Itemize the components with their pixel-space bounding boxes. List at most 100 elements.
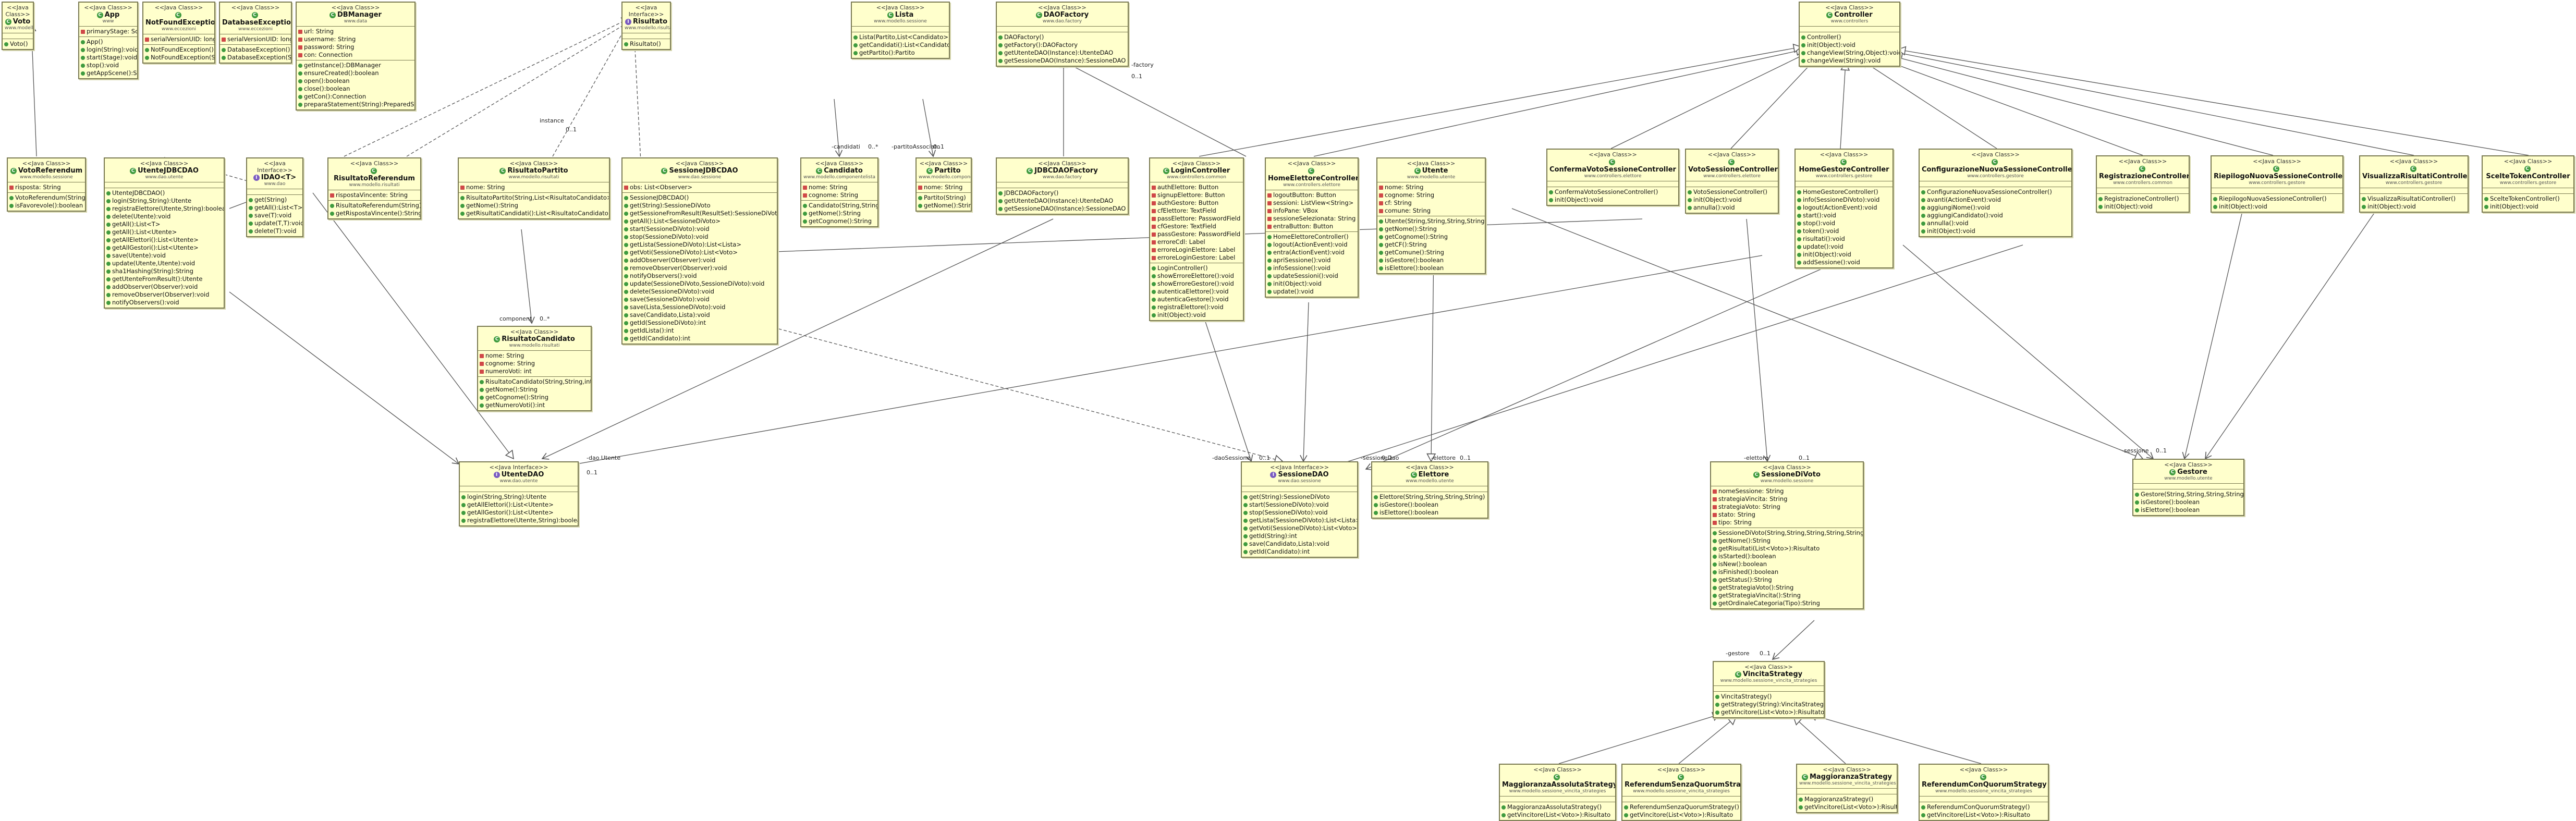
method-text: getFactory():DAOFactory	[1004, 41, 1078, 48]
public-method-icon	[1715, 710, 1719, 715]
method-row: init(Object):void	[2098, 203, 2187, 211]
method-text: getOrdinaleCategoria(Tipo):String	[1718, 599, 1820, 607]
edge-label: -partitoAssociato	[892, 143, 941, 150]
public-method-icon	[2135, 500, 2139, 505]
method-text: LoginController()	[1157, 264, 1208, 272]
public-method-icon	[106, 300, 111, 305]
method-row: getAll():List<SessioneDiVoto>	[624, 217, 775, 225]
public-method-icon	[330, 203, 334, 208]
class-box-visualizzarisultaticontroller[interactable]: <<Java Class>>CVisualizzaRisultatiContro…	[2359, 155, 2469, 213]
public-method-icon	[1715, 702, 1719, 707]
class-box-riepilogonuovasessionecontroller[interactable]: <<Java Class>>CRiepilogoNuovaSessioneCon…	[2211, 155, 2343, 213]
public-method-icon	[1713, 538, 1717, 543]
method-text: login(String):void	[87, 46, 138, 53]
method-text: getStrategiaVincita():String	[1718, 592, 1801, 599]
class-name: Elettore	[1418, 471, 1449, 479]
public-method-icon	[106, 238, 111, 242]
method-text: ensureCreated():boolean	[304, 69, 379, 77]
method-text: getSessioneFromResult(ResultSet):Session…	[630, 210, 778, 217]
class-icon: C	[2524, 165, 2531, 172]
stereotype-label: <<Java Class>>	[1823, 766, 1871, 773]
private-field-icon	[480, 369, 484, 374]
method-text: removeObserver(Observer):void	[112, 291, 210, 298]
class-box-maggioranzaassolutastrategy[interactable]: <<Java Class>>CMaggioranzaAssolutaStrate…	[1499, 764, 1616, 821]
public-method-icon	[1921, 190, 1925, 194]
method-row: registraElettore(Utente,String):boolean	[106, 205, 224, 213]
method-text: getInstance():DBManager	[304, 62, 381, 69]
method-row: getVoti(SessioneDiVoto):List<Voto>	[624, 249, 775, 256]
stereotype-label: <<Java Class>>	[1959, 766, 2008, 773]
method-row: removeObserver(Observer):void	[106, 291, 222, 299]
fields-section	[1547, 181, 1678, 187]
methods-section: JDBCDAOFactory()getUtenteDAO(Instance):U…	[997, 188, 1128, 214]
private-field-icon	[1379, 209, 1383, 213]
class-box-voto[interactable]: <<Java Class>>CVotowww.modello.sessioneV…	[2, 2, 34, 50]
method-text: getNome():String	[1718, 537, 1771, 544]
class-box-referendumsenzaquorumstrategy[interactable]: <<Java Class>>CReferendumSenzaQuorumStra…	[1621, 764, 1741, 821]
association-edge	[1060, 59, 1247, 157]
class-name: VincitaStrategy	[1742, 670, 1803, 678]
methods-section: Lista(Partito,List<Candidato>)getCandida…	[852, 32, 949, 58]
fields-section	[1920, 797, 2048, 802]
method-text: stop(SessioneDiVoto):void	[630, 233, 709, 240]
fields-section	[622, 33, 670, 39]
public-method-icon	[1549, 190, 1553, 194]
methods-section: ReferendumSenzaQuorumStrategy()getVincit…	[1622, 802, 1740, 820]
method-text: getStrategiaVoto():String	[1718, 584, 1794, 591]
public-method-icon	[298, 87, 302, 91]
package-label: www.eccezioni	[238, 27, 273, 32]
method-row: Partito(String)	[918, 194, 969, 202]
class-box-referendumconquorumstrategy[interactable]: <<Java Class>>CReferendumConQuorumStrate…	[1919, 764, 2049, 821]
inheritance-edge	[1861, 60, 1997, 149]
association-edge	[2182, 213, 2242, 460]
method-row: infoSessione():void	[1267, 264, 1356, 272]
field-row: tipo: String	[1713, 519, 1861, 526]
interface-icon: I	[253, 174, 260, 181]
method-text: getNome():String	[809, 210, 861, 217]
method-row: Voto()	[4, 40, 31, 48]
public-method-icon	[1243, 534, 1248, 538]
class-box-configurazionenuovasessionecontroller[interactable]: <<Java Class>>CConfigurazioneNuovaSessio…	[1919, 149, 2072, 237]
public-method-icon	[1713, 554, 1717, 559]
class-box-confermavotosessionecontroller[interactable]: <<Java Class>>CConfermaVotoSessioneContr…	[1546, 149, 1679, 206]
association-edge	[1323, 244, 2023, 471]
public-method-icon	[853, 35, 858, 40]
public-method-icon	[624, 250, 628, 255]
method-row: save(Candidato,Lista):void	[624, 311, 775, 319]
stereotype-label: <<Java Class>>	[2504, 158, 2553, 165]
class-name: NotFoundException	[145, 19, 215, 27]
